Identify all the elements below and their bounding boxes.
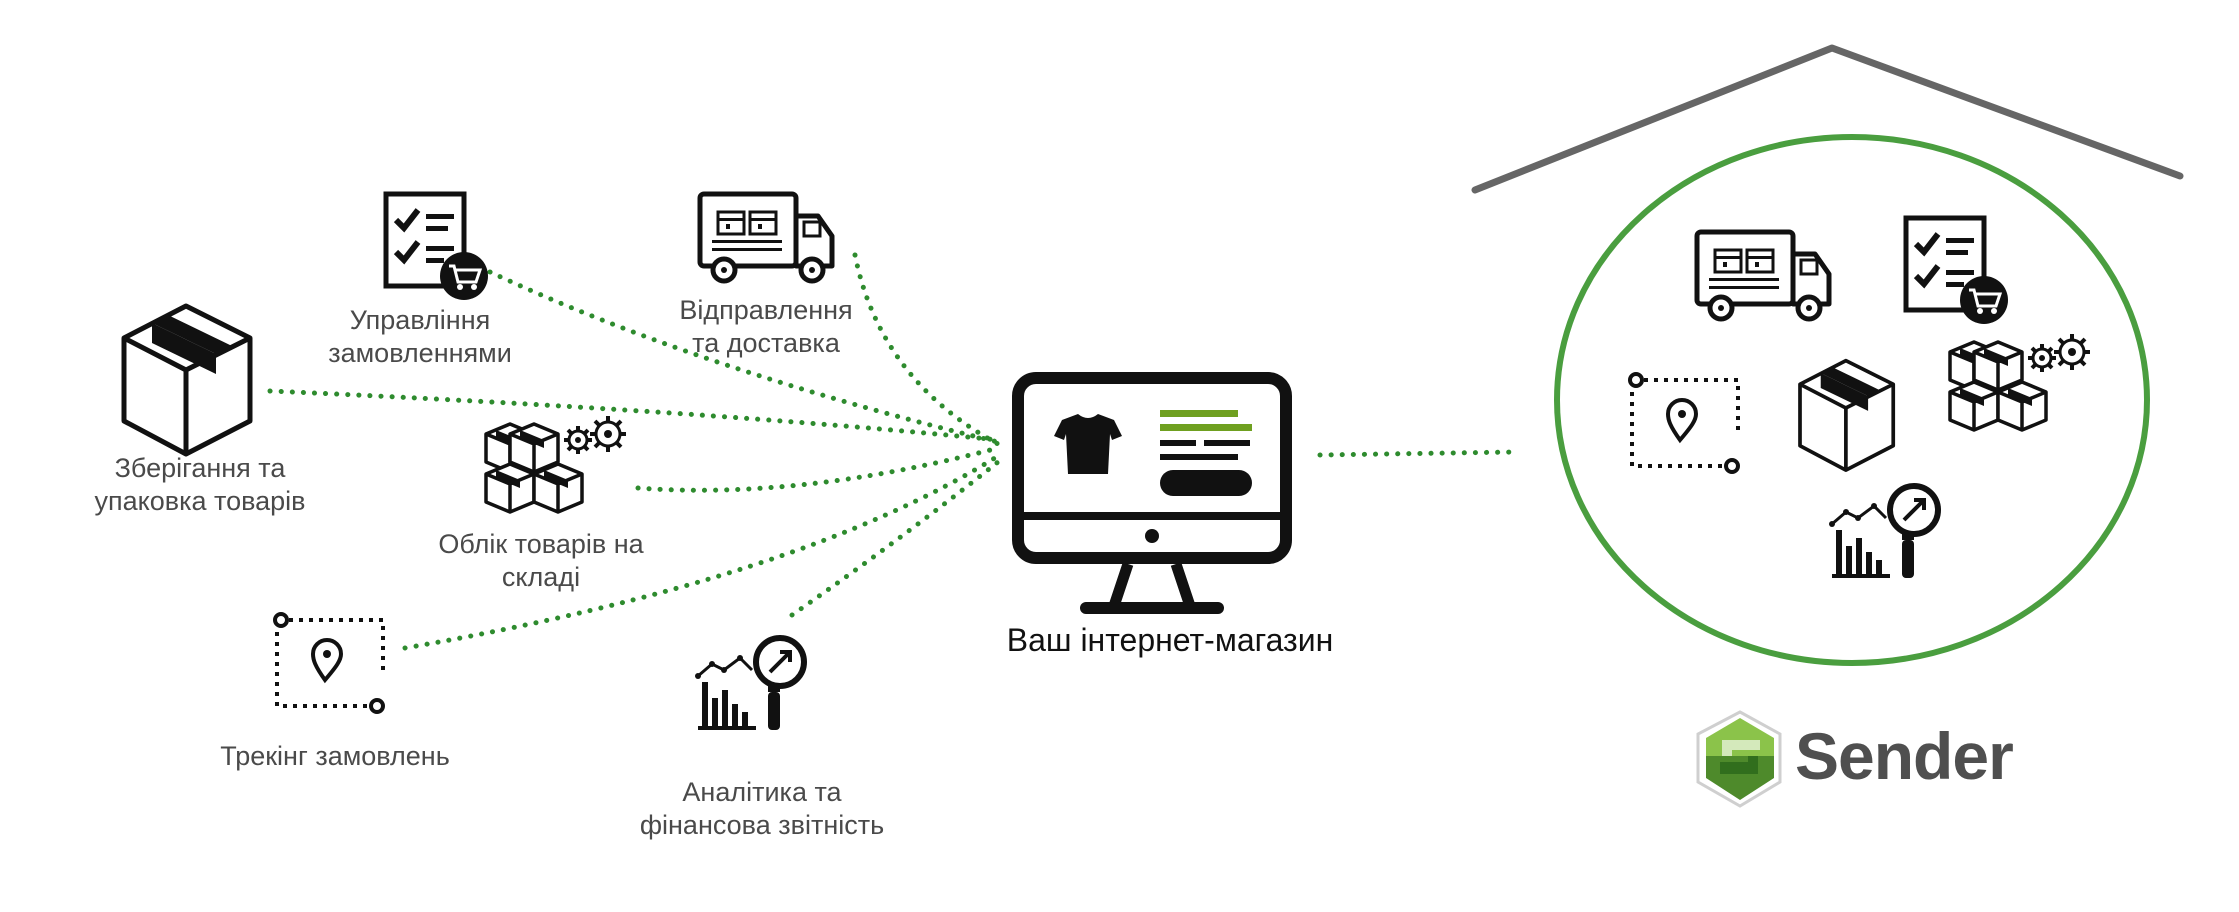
connector-shipping	[852, 252, 1001, 447]
truck-icon	[700, 194, 832, 281]
connector-storage	[267, 388, 1001, 443]
label-shipping: Відправлення та доставка	[679, 295, 853, 358]
connector-inventory	[635, 445, 1001, 493]
warehouse-boxes-gears-icon	[1950, 334, 2090, 430]
analytics-icon	[695, 638, 804, 730]
brand-name: Sender	[1795, 719, 2014, 793]
connector-orders	[487, 269, 1001, 445]
box-icon	[124, 306, 250, 454]
boxes-gears-icon	[486, 416, 626, 512]
checklist-cart-icon	[386, 194, 488, 300]
warehouse-circle	[1554, 134, 2150, 666]
warehouse-checklist-cart-icon	[1906, 218, 2008, 324]
connector-warehouse	[1317, 449, 1518, 458]
label-orders: Управління замовленнями	[328, 305, 512, 368]
connector-analytics	[789, 459, 1001, 618]
label-storage: Зберігання та упаковка товарів	[94, 453, 306, 516]
warehouse-truck-icon	[1697, 232, 1829, 319]
warehouse-box-icon	[1798, 358, 1896, 472]
connector-lines	[267, 252, 1518, 651]
label-tracking: Трекінг замовлень	[220, 741, 450, 771]
shop-label: Ваш інтернет-магазин	[1006, 622, 1334, 658]
label-analytics: Аналітика та фінансова звітність	[639, 777, 885, 840]
warehouse-roof	[1471, 44, 2184, 194]
label-inventory: Облік товарів на складі	[438, 529, 644, 592]
connector-tracking	[402, 453, 1001, 651]
monitor-shop-icon	[1018, 378, 1286, 614]
warehouse-analytics-icon	[1829, 486, 1938, 578]
sender-logo-icon	[1696, 710, 1782, 808]
route-pin-icon	[273, 612, 385, 714]
warehouse-route-pin-icon	[1628, 372, 1740, 474]
